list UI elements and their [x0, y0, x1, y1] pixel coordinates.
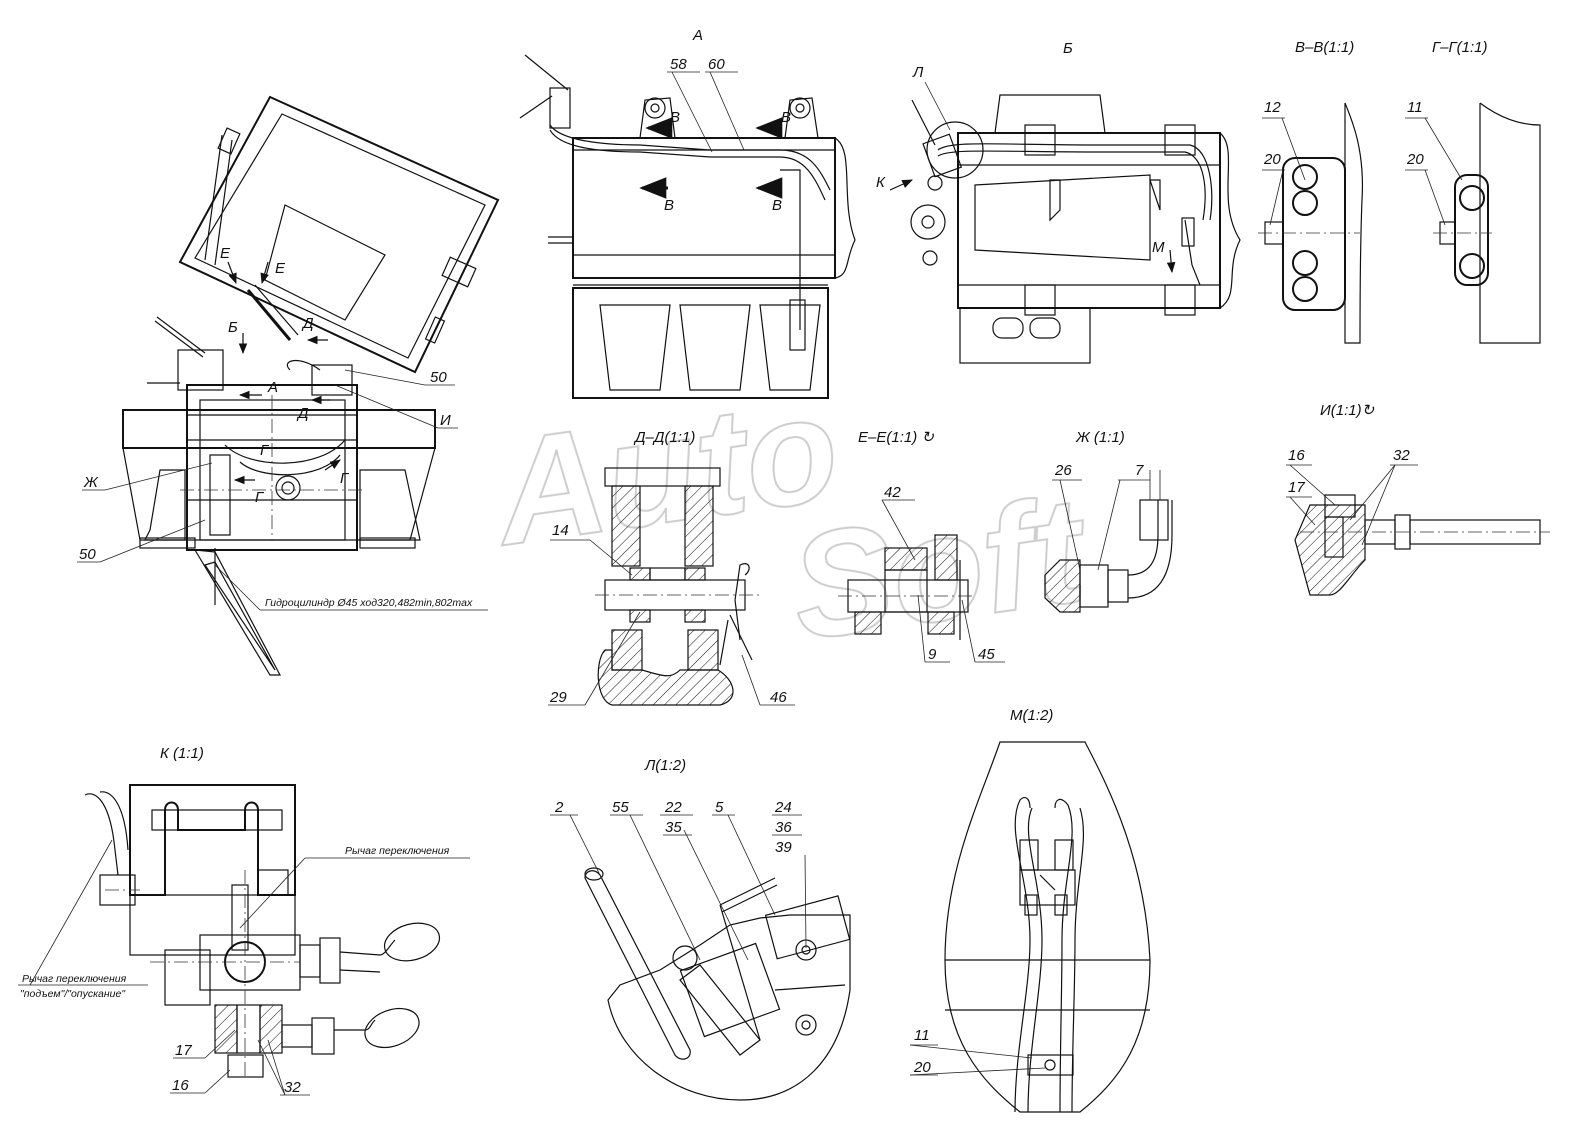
view-title-gg: Г–Г(1:1): [1432, 39, 1488, 56]
view-i: И(1:1)↻ 16 17 32: [1286, 402, 1550, 596]
callout-2: 2: [554, 799, 564, 816]
view-title-zh: Ж (1:1): [1075, 429, 1125, 446]
callout-60: 60: [708, 56, 725, 73]
view-title-a: А: [692, 27, 703, 44]
view-title-dd: Д–Д(1:1): [633, 429, 695, 446]
marker-b-main: Б: [228, 319, 238, 336]
callout-36: 36: [775, 819, 792, 836]
view-title-m: М(1:2): [1010, 707, 1053, 724]
section-gg: Г–Г(1:1) 11 20: [1405, 39, 1541, 344]
marker-k-b: К: [876, 174, 886, 191]
view-title-k: К (1:1): [160, 745, 204, 762]
marker-g-main-1: Г: [260, 442, 270, 459]
callout-17-i: 17: [1288, 479, 1305, 496]
view-title-l: Л(1:2): [644, 757, 686, 774]
callout-46: 46: [770, 689, 787, 706]
callout-16-i: 16: [1288, 447, 1305, 464]
view-a-frame: [572, 137, 836, 279]
view-title-b: Б: [1063, 40, 1073, 57]
callout-42: 42: [884, 484, 901, 501]
callout-11-gg: 11: [1407, 99, 1423, 116]
callout-39: 39: [775, 839, 792, 856]
callout-35: 35: [665, 819, 682, 836]
callout-32-k: 32: [284, 1079, 301, 1096]
callout-20-m: 20: [913, 1059, 931, 1076]
marker-v-a1: В: [670, 109, 680, 126]
view-title-ee: Е–Е(1:1) ↻: [858, 429, 934, 446]
marker-v-a4: В: [772, 197, 782, 214]
marker-zh-main: Ж: [83, 474, 99, 491]
callout-50-bottom: 50: [79, 546, 96, 563]
view-b: Б Л К М: [876, 40, 1241, 364]
mount-frame: [186, 384, 358, 551]
callout-26: 26: [1054, 462, 1072, 479]
note-lever-mode-2: "подъем"/"опускание": [20, 988, 126, 1000]
callout-9: 9: [928, 646, 937, 663]
note-lever: Рычаг переключения: [345, 845, 450, 857]
callout-58: 58: [670, 56, 687, 73]
marker-d-main-1: Д: [301, 315, 314, 332]
callout-50-top: 50: [430, 369, 447, 386]
marker-l-b: Л: [912, 64, 924, 81]
section-vv: В–В(1:1) 12 20: [1258, 39, 1364, 344]
callout-55: 55: [612, 799, 629, 816]
section-zh: Ж (1:1) 26 7: [1044, 429, 1173, 613]
view-l: Л(1:2) 2 55 22 35 5 24 36 39: [550, 757, 851, 1101]
main-assembly-view: Е Е Б Д А Д Г Г Г 50 И Ж 50 Гидроцилиндр…: [77, 95, 500, 676]
marker-g-main-2: Г: [340, 470, 350, 487]
note-cylinder: Гидроцилиндр Ø45 ход320,482min,802max: [265, 597, 473, 609]
callout-20-vv: 20: [1263, 151, 1281, 168]
callout-32-i: 32: [1393, 447, 1410, 464]
marker-g-main-3: Г: [255, 489, 265, 506]
view-a: А В В В В 58: [519, 27, 856, 399]
marker-a-main: А: [267, 379, 278, 396]
callout-14: 14: [552, 522, 569, 539]
marker-m-b: М: [1152, 239, 1165, 256]
callout-20-gg: 20: [1406, 151, 1424, 168]
callout-22: 22: [664, 799, 682, 816]
note-lever-mode-1: Рычаг переключения: [22, 973, 127, 985]
view-title-vv: В–В(1:1): [1295, 39, 1354, 56]
watermark: Auto Soft: [481, 362, 1100, 673]
view-title-i: И(1:1)↻: [1320, 402, 1375, 419]
view-m: М(1:2) 11 20: [909, 707, 1151, 1113]
view-b-frame: [957, 132, 1221, 309]
callout-16-k: 16: [172, 1077, 189, 1094]
callout-5: 5: [715, 799, 724, 816]
section-dd: Д–Д(1:1) 14 29 46: [548, 429, 795, 706]
callout-24: 24: [774, 799, 792, 816]
marker-i-main: И: [440, 412, 451, 429]
callout-17-k: 17: [175, 1042, 192, 1059]
callout-7: 7: [1135, 462, 1144, 479]
view-k: К (1:1) Рычаг переключения Рычаг: [18, 745, 470, 1096]
spreader-frame: [122, 409, 436, 449]
callout-12: 12: [1264, 99, 1281, 116]
marker-v-a3: В: [664, 197, 674, 214]
callout-45: 45: [978, 646, 995, 663]
marker-e-1: Е: [220, 245, 231, 262]
marker-v-a2: В: [781, 109, 791, 126]
marker-d-main-2: Д: [296, 405, 309, 422]
tipper-body: [178, 95, 500, 374]
callout-29: 29: [549, 689, 567, 706]
callout-11-m: 11: [914, 1027, 930, 1044]
marker-e-2: Е: [275, 260, 286, 277]
section-ee: Е–Е(1:1) ↻ 42 9 45: [838, 429, 1005, 663]
